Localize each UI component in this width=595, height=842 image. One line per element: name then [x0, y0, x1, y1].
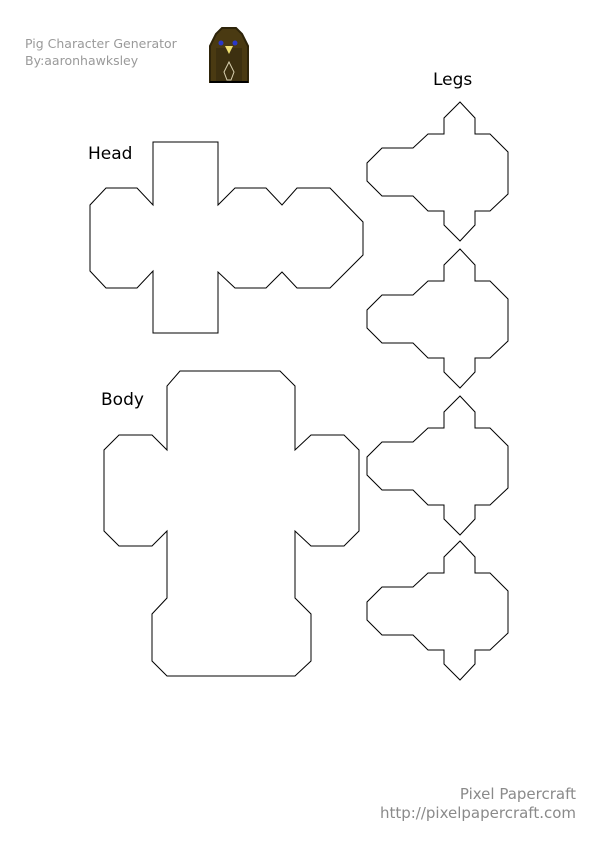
head-net — [90, 142, 363, 333]
leg-net-4 — [367, 541, 508, 680]
leg-net-2 — [367, 249, 508, 388]
footer-url[interactable]: http://pixelpapercraft.com — [380, 804, 576, 822]
leg-net-1 — [367, 102, 508, 241]
leg-net-3 — [367, 396, 508, 535]
footer-brand: Pixel Papercraft — [460, 785, 576, 803]
body-net — [104, 371, 359, 676]
